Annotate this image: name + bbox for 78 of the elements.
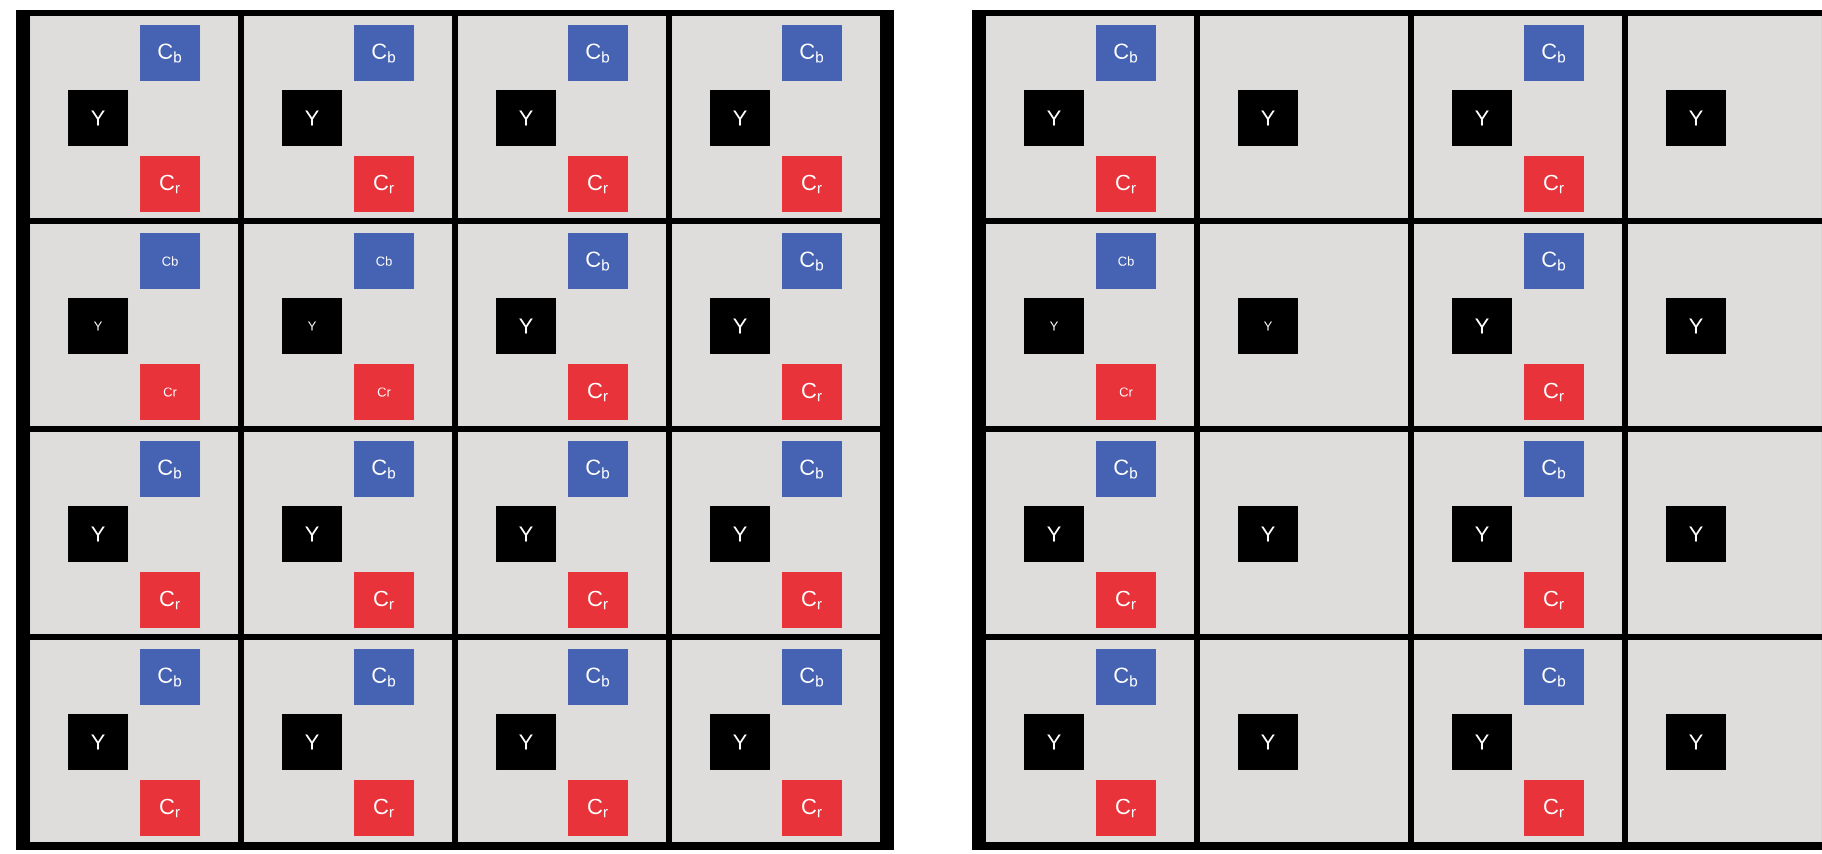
luma-sample: Y [1452, 89, 1512, 146]
cr-sample: C$_{r}$ [782, 779, 842, 836]
cr-sample: C$_{r}$ [782, 571, 842, 628]
cr-sample: C$_{r}$ [1524, 156, 1584, 212]
luma-sample: Y [710, 505, 770, 562]
cb-sample: C$_{b}$ [140, 440, 200, 497]
luma-sample: Y [282, 89, 342, 146]
luma-sample: Y [1452, 297, 1512, 354]
luma-sample: Y [1024, 505, 1084, 562]
luma-sample: Y [1238, 713, 1298, 770]
grid-cell [1200, 432, 1408, 634]
cb-sample: C$_{b}$ [140, 25, 200, 81]
cr-sample: C$_{r}$ [140, 779, 200, 836]
luma-sample: Y [1238, 505, 1298, 562]
grid-cell [1628, 432, 1822, 634]
grid-cell [1200, 224, 1408, 426]
luma-sample: Y [282, 505, 342, 562]
luma-sample: Y [1024, 713, 1084, 770]
cr-sample: C$_{r}$ [140, 156, 200, 212]
cr-sample: C$_{r}$ [782, 364, 842, 420]
cb-sample: C$_{b}$ [782, 440, 842, 497]
cb-sample: C$_{b}$ [568, 25, 628, 81]
luma-sample: Y [496, 713, 556, 770]
luma-sample: Y [710, 713, 770, 770]
cr-sample: C$_{r}$ [354, 156, 414, 212]
cr-sample: C$_{r}$ [782, 156, 842, 212]
cb-sample: C$_{b}$ [782, 25, 842, 81]
cr-sample: C$_{r}$ [1096, 156, 1156, 212]
luma-sample: Y [496, 505, 556, 562]
luma-sample: Y [68, 89, 128, 146]
cb-sample: C$_{b}$ [782, 232, 842, 289]
luma-sample: Y [1024, 89, 1084, 146]
luma-sample: Y [1452, 713, 1512, 770]
cr-sample: C$_{r}$ [1524, 364, 1584, 420]
luma-sample: Y [710, 297, 770, 354]
cr-sample: C$_{r}$ [354, 779, 414, 836]
grid-cell [1628, 639, 1822, 842]
cb-sample: C$_{b}$ [1524, 440, 1584, 497]
luma-sample: Y [1666, 297, 1726, 354]
cr-sample: C$_{r}$ [568, 779, 628, 836]
cb-sample: C$_{b}$ [1096, 440, 1156, 497]
grid-cell [1628, 16, 1822, 218]
cb-sample: C$_{b}$ [782, 648, 842, 705]
grid-cell [1200, 16, 1408, 218]
cr-sample: C$_{r}$ [1524, 571, 1584, 628]
cb-sample: C$_{b}$ [1524, 25, 1584, 81]
luma-sample: Y [1666, 505, 1726, 562]
luma-sample: Y [1452, 505, 1512, 562]
grid-cell [1628, 224, 1822, 426]
cr-sample: C$_{r}$ [140, 571, 200, 628]
luma-sample: Y [282, 713, 342, 770]
cb-sample: C$_{b}$ [354, 25, 414, 81]
cb-sample: C$_{b}$ [568, 648, 628, 705]
luma-sample: Y [496, 297, 556, 354]
cb-sample: C$_{b}$ [1096, 648, 1156, 705]
cb-sample: C$_{b}$ [1524, 232, 1584, 289]
cb-sample: C$_{b}$ [140, 648, 200, 705]
cb-sample: C$_{b}$ [354, 648, 414, 705]
luma-sample: Y [496, 89, 556, 146]
cb-sample: C$_{b}$ [568, 232, 628, 289]
cr-sample: C$_{r}$ [568, 156, 628, 212]
cr-sample: C$_{r}$ [568, 364, 628, 420]
luma-sample: Y [1238, 89, 1298, 146]
luma-sample: Y [1666, 89, 1726, 146]
luma-sample: Y [68, 713, 128, 770]
cr-sample: C$_{r}$ [1524, 779, 1584, 836]
grid-cell [1200, 639, 1408, 842]
cb-sample: C$_{b}$ [1524, 648, 1584, 705]
cr-sample: C$_{r}$ [568, 571, 628, 628]
cb-sample: C$_{b}$ [1096, 25, 1156, 81]
cr-sample: C$_{r}$ [1096, 779, 1156, 836]
cr-sample: C$_{r}$ [354, 571, 414, 628]
luma-sample: Y [710, 89, 770, 146]
cb-sample: C$_{b}$ [354, 440, 414, 497]
luma-sample: Y [68, 505, 128, 562]
cb-sample: C$_{b}$ [568, 440, 628, 497]
cr-sample: C$_{r}$ [1096, 571, 1156, 628]
luma-sample: Y [1666, 713, 1726, 770]
